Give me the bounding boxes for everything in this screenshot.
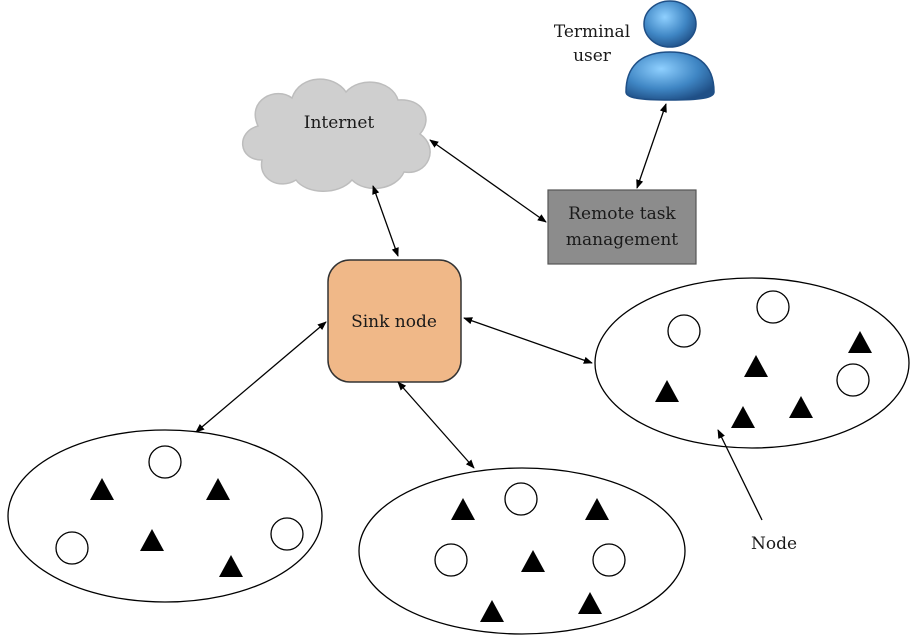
- sensor-field-bottom: [358, 467, 686, 635]
- arrow-sink-bottom-field: [397, 381, 475, 469]
- circle-sensor-icon: [434, 543, 468, 577]
- arrow-sink-right-field: [463, 317, 593, 364]
- triangle-sensor-icon: [744, 355, 768, 377]
- circle-sensor-icon: [504, 482, 538, 516]
- sensor-field-right: [594, 277, 910, 449]
- triangle-sensor-icon: [206, 478, 230, 500]
- arrow-internet-sink: [372, 185, 399, 257]
- person-icon: [625, 0, 715, 101]
- triangle-sensor-icon: [655, 380, 679, 402]
- node-annotation: Node: [717, 429, 797, 554]
- arrow-internet-remote: [429, 139, 547, 223]
- sensor-field-left: [7, 429, 323, 603]
- triangle-sensor-icon: [521, 550, 545, 572]
- arrow-remote-user: [636, 103, 667, 189]
- cloud-icon: [241, 78, 431, 192]
- triangle-sensor-icon: [789, 396, 813, 418]
- internet-cloud: Internet: [241, 78, 431, 192]
- terminal-label-line2: user: [573, 46, 612, 66]
- sink-node-label: Sink node: [351, 312, 437, 332]
- triangle-sensor-icon: [451, 498, 475, 520]
- terminal-user: Terminal user: [554, 0, 715, 101]
- internet-label: Internet: [304, 113, 375, 133]
- triangle-sensor-icon: [731, 406, 755, 428]
- circle-sensor-icon: [270, 517, 304, 551]
- circle-sensor-icon: [592, 543, 626, 577]
- arrow-sink-left-field: [195, 321, 327, 433]
- remote-task-label-line2: management: [566, 230, 678, 250]
- triangle-sensor-icon: [848, 331, 872, 353]
- terminal-label-line1: Terminal: [554, 22, 630, 42]
- sink-node: Sink node: [327, 259, 462, 383]
- triangle-sensor-icon: [140, 529, 164, 551]
- circle-sensor-icon: [55, 531, 89, 565]
- triangle-sensor-icon: [219, 555, 243, 577]
- remote-task-label-line1: Remote task: [568, 204, 676, 224]
- triangle-sensor-icon: [90, 478, 114, 500]
- connections: [195, 103, 667, 469]
- circle-sensor-icon: [756, 290, 790, 324]
- triangle-sensor-icon: [578, 592, 602, 614]
- circle-sensor-icon: [148, 445, 182, 479]
- remote-task-box: Remote task management: [547, 189, 697, 265]
- triangle-sensor-icon: [585, 498, 609, 520]
- node-annotation-label: Node: [751, 534, 797, 554]
- circle-sensor-icon: [667, 314, 701, 348]
- triangle-sensor-icon: [480, 600, 504, 622]
- circle-sensor-icon: [836, 363, 870, 397]
